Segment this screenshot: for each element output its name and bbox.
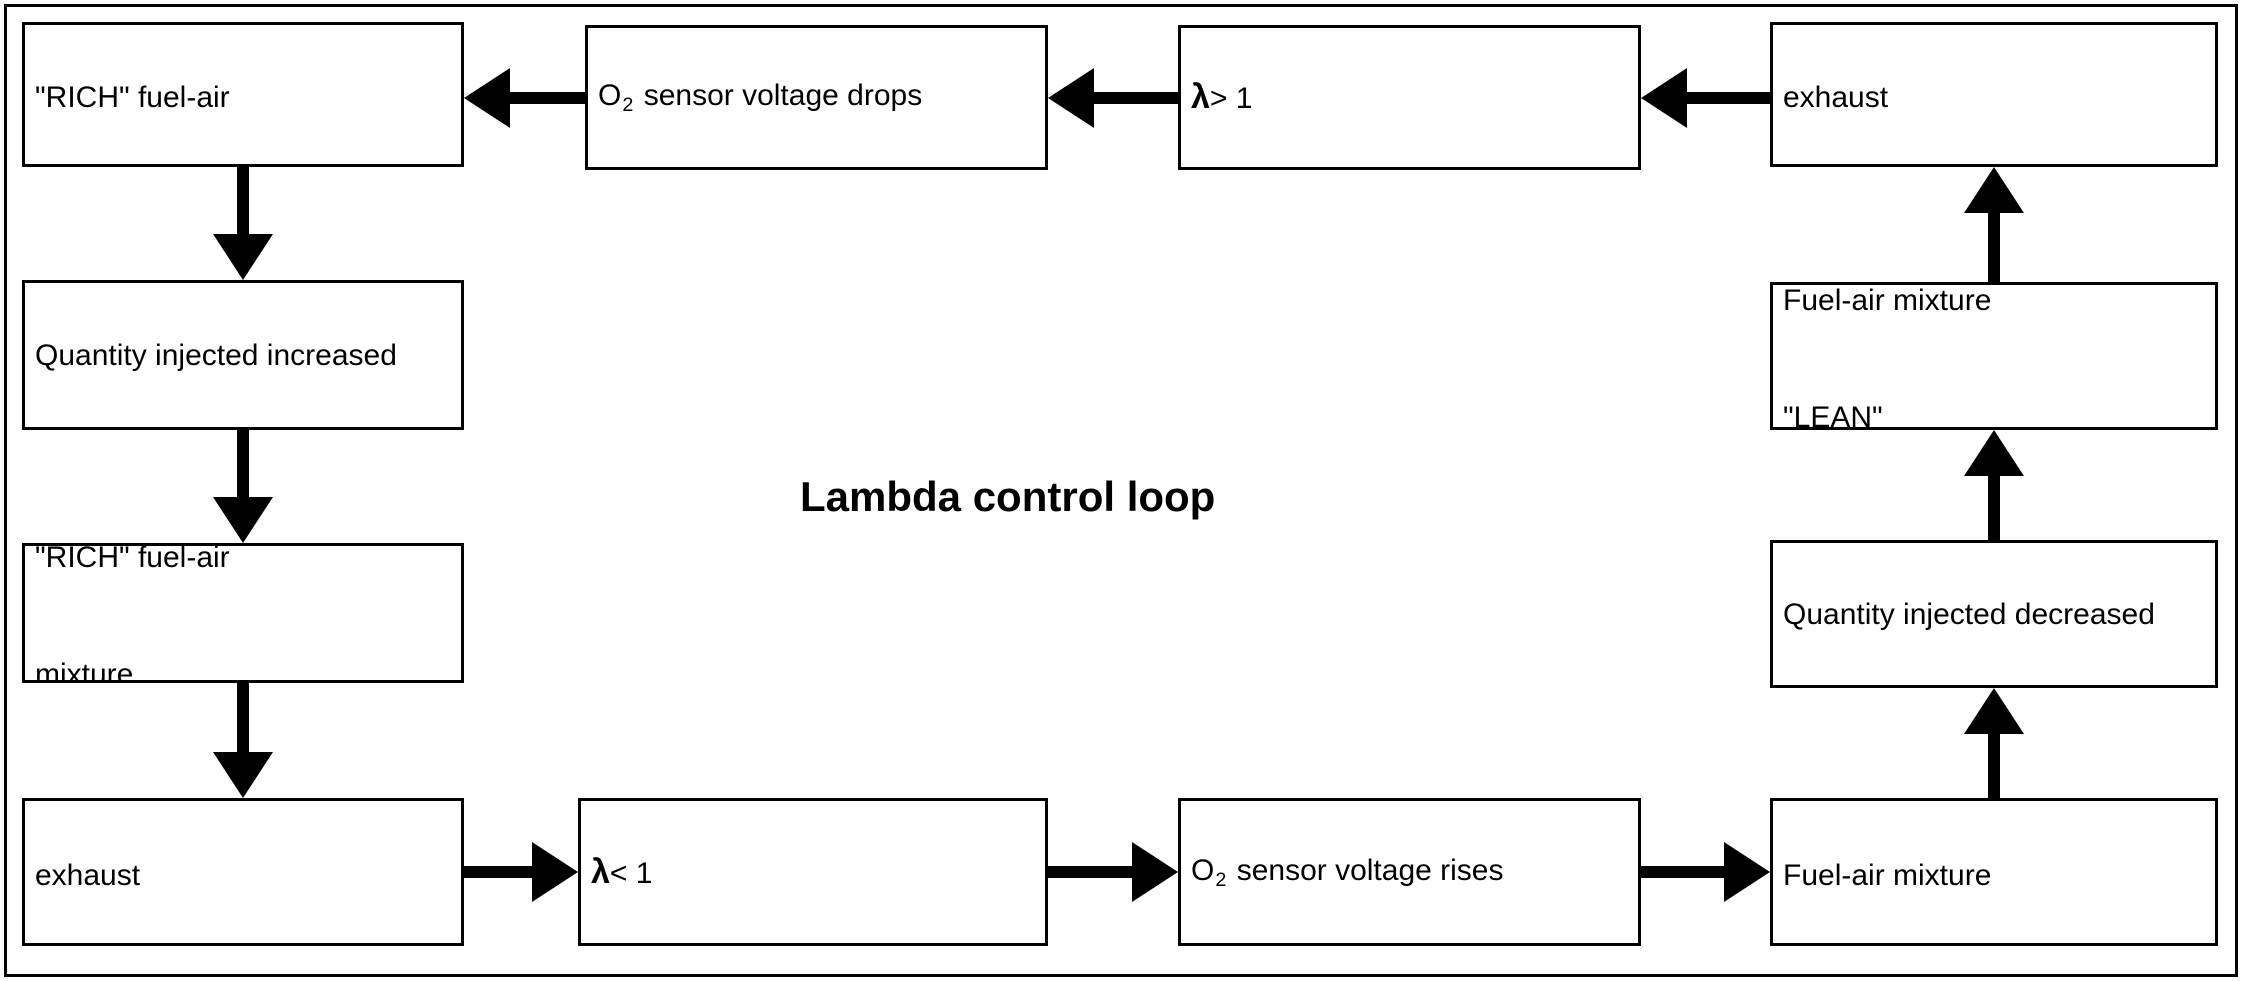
text-line: "LEAN": [1783, 401, 1883, 430]
node-oxygen-small-text: Oxygen concentration in exhaust Small: [25, 801, 369, 943]
node-oxygen-concentration-high[interactable]: Oxygen concentration in exhaust high: [1770, 22, 2218, 167]
text-line: "RICH" fuel-air: [35, 81, 230, 114]
arrow-oxygen-small-to-lambda-less: [464, 842, 578, 902]
arrow-quantity-decreased-to-lean-mixture: [1964, 430, 2024, 540]
arrow-shaft: [510, 92, 585, 104]
node-lambda-less-than-one[interactable]: λ< 1: [578, 798, 1048, 946]
node-lambda-greater-than-one[interactable]: λ> 1: [1178, 25, 1641, 170]
arrow-shaft: [464, 866, 532, 878]
node-control-unit-rich[interactable]: ME-SFI [ME] control unit: "RICH" fuel-ai…: [22, 22, 464, 167]
arrow-head-right: [532, 842, 578, 902]
arrow-shaft: [1687, 92, 1770, 104]
node-rich-fuel-air-mixture[interactable]: "RICH" fuel-air mixture: [22, 543, 464, 683]
lambda-symbol: λ: [1191, 78, 1210, 117]
arrow-lambda-greater-to-o2-drops: [1048, 68, 1178, 128]
arrow-quantity-increased-to-rich-mixture: [213, 430, 273, 543]
text-line: Quantity injected decreased: [1783, 597, 2155, 631]
o2-suffix: sensor voltage rises: [1228, 853, 1504, 887]
node-lambda-greater-text: λ> 1: [1181, 28, 1638, 167]
arrow-head-up: [1964, 430, 2024, 476]
arrow-head-right: [1132, 842, 1178, 902]
arrow-control-unit-lean-to-quantity-decreased: [1964, 688, 2024, 798]
arrow-oxygen-high-to-lambda-greater: [1641, 68, 1770, 128]
lambda-relation: < 1: [609, 856, 653, 890]
text-line: exhaust: [1783, 81, 1889, 114]
text-line: O2 sensor voltage drops: [598, 76, 1035, 119]
text-line: O2 sensor voltage rises: [1191, 851, 1628, 894]
arrow-head-left: [464, 68, 510, 128]
arrow-head-up: [1964, 688, 2024, 734]
node-lambda-less-text: λ< 1: [581, 801, 1045, 943]
lambda-symbol: λ: [591, 852, 610, 891]
text-line: Fuel-air mixture: [1783, 284, 1992, 317]
arrow-shaft: [1988, 213, 2000, 282]
node-quantity-injected-decreased[interactable]: Quantity injected decreased: [1770, 540, 2218, 688]
arrow-head-right: [1724, 842, 1770, 902]
arrow-head-up: [1964, 167, 2024, 213]
arrow-o2-rises-to-control-unit-lean: [1641, 842, 1770, 902]
o2-suffix: sensor voltage drops: [635, 79, 923, 113]
arrow-lean-mixture-to-oxygen-high: [1964, 167, 2024, 282]
node-o2-voltage-drops-text: O2 sensor voltage drops: [588, 28, 1045, 167]
node-lean-fuel-air-mixture[interactable]: Fuel-air mixture "LEAN": [1770, 282, 2218, 430]
page-title: Lambda control loop: [800, 473, 1216, 520]
text-line: mixture: [35, 658, 134, 683]
arrow-lambda-less-to-o2-rises: [1048, 842, 1178, 902]
node-o2-voltage-drops[interactable]: O2 sensor voltage drops: [585, 25, 1048, 170]
text-line: λ> 1: [1191, 75, 1628, 119]
arrow-head-left: [1048, 68, 1094, 128]
arrow-shaft: [1094, 92, 1178, 104]
node-o2-voltage-rises-text: O2 sensor voltage rises: [1181, 801, 1638, 943]
o2-subscript: 2: [622, 94, 634, 117]
node-control-unit-rich-text: ME-SFI [ME] control unit: "RICH" fuel-ai…: [25, 25, 380, 164]
arrow-shaft: [237, 683, 249, 752]
arrow-o2-drops-to-control-unit-rich: [464, 68, 585, 128]
o2-prefix: O: [1191, 853, 1215, 887]
node-quantity-injected-increased[interactable]: Quantity injected increased: [22, 280, 464, 430]
arrow-shaft: [1988, 734, 2000, 798]
node-control-unit-lean-out[interactable]: ME-SFI [ME] control unit: Fuel-air mixtu…: [1770, 798, 2218, 946]
text-line: λ< 1: [591, 850, 1035, 894]
node-quantity-decreased-text: Quantity injected decreased: [1773, 543, 2215, 685]
text-line: exhaust: [35, 858, 141, 892]
arrow-control-unit-rich-to-quantity-increased: [213, 167, 273, 280]
arrow-shaft: [1641, 866, 1724, 878]
o2-subscript: 2: [1215, 868, 1227, 891]
arrow-shaft: [1048, 866, 1132, 878]
arrow-head-down: [213, 497, 273, 543]
arrow-rich-mixture-to-oxygen-small: [213, 683, 273, 798]
node-quantity-increased-text: Quantity injected increased: [25, 283, 461, 427]
o2-prefix: O: [598, 79, 622, 113]
node-oxygen-high-text: Oxygen concentration in exhaust high: [1773, 25, 2117, 164]
node-control-unit-lean-text: ME-SFI [ME] control unit: Fuel-air mixtu…: [1773, 801, 2128, 943]
text-line: "RICH" fuel-air: [35, 543, 230, 574]
arrow-head-down: [213, 234, 273, 280]
arrow-shaft: [1988, 476, 2000, 540]
text-line: Fuel-air mixture: [1783, 858, 1992, 892]
arrow-head-down: [213, 752, 273, 798]
node-lean-mixture-text: Fuel-air mixture "LEAN": [1773, 284, 2001, 430]
text-line: Quantity injected increased: [35, 338, 397, 372]
lambda-relation: > 1: [1209, 82, 1253, 116]
node-rich-mixture-text: "RICH" fuel-air mixture: [25, 543, 240, 683]
arrow-shaft: [237, 167, 249, 234]
arrow-shaft: [237, 430, 249, 497]
arrow-head-left: [1641, 68, 1687, 128]
node-o2-voltage-rises[interactable]: O2 sensor voltage rises: [1178, 798, 1641, 946]
node-oxygen-concentration-small[interactable]: Oxygen concentration in exhaust Small: [22, 798, 464, 946]
